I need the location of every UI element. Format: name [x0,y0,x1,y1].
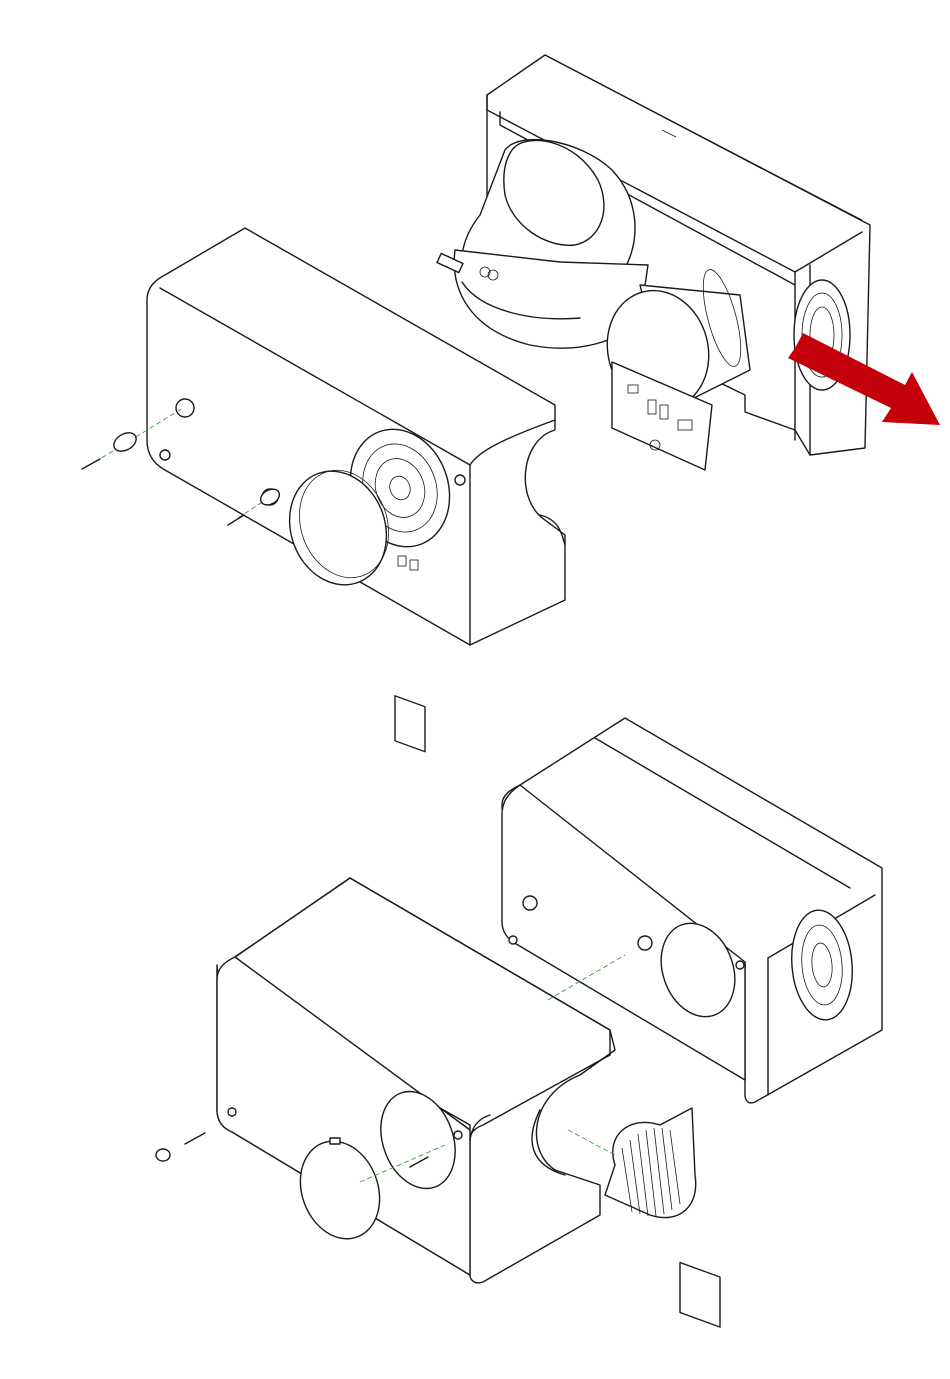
washer-icon [156,1149,170,1161]
bottom-panel [156,718,882,1327]
top-panel [82,55,940,752]
grille-icon [605,1108,696,1218]
